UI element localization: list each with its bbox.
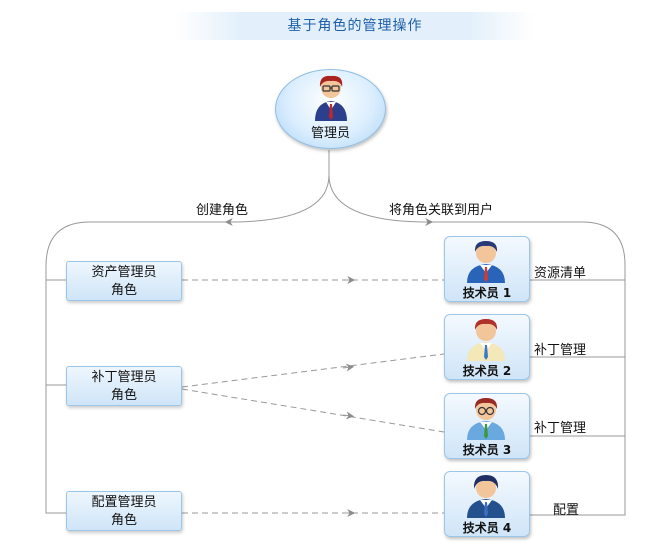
link-role2-tech3-arrow: [342, 411, 355, 420]
role-suffix: 角色: [110, 388, 137, 403]
role-suffix: 角色: [110, 513, 137, 528]
technician-person-icon: [467, 241, 505, 283]
role-box-config-admin: 配置管理员 角色: [66, 491, 182, 531]
create-role-label: 创建角色: [196, 203, 249, 218]
task-label-tech-1: 资源清单: [534, 266, 587, 281]
link-role2-tech2: [181, 353, 445, 388]
role-name: 配置管理员: [91, 495, 157, 510]
technician-label: 技术员 2: [462, 364, 512, 378]
task-label-tech-4: 配置: [553, 503, 580, 518]
technician-node-1: 技术员 1: [444, 236, 530, 302]
technician-person-icon: [467, 319, 505, 361]
role-name: 资产管理员: [91, 265, 157, 280]
assign-role-label: 将角色关联到用户: [389, 203, 494, 218]
role-suffix: 角色: [110, 283, 137, 298]
role-box-patch-admin: 补丁管理员 角色: [66, 366, 182, 406]
task-label-tech-2: 补丁管理: [534, 343, 587, 358]
task-label-tech-3: 补丁管理: [534, 421, 587, 436]
link-role2-tech2-arrow: [342, 363, 355, 372]
admin-connector-left: [45, 150, 330, 514]
link-role2-tech3: [181, 388, 445, 433]
technician-label: 技术员 1: [462, 286, 512, 300]
technician-node-4: 技术员 4: [444, 471, 530, 537]
technician-person-icon: [467, 475, 505, 518]
technician-node-3: 技术员 3: [444, 393, 530, 459]
admin-label: 管理员: [310, 126, 350, 141]
technician-node-2: 技术员 2: [444, 314, 530, 380]
diagram-title: 基于角色的管理操作: [176, 12, 534, 40]
technician-person-icon: [467, 398, 505, 440]
role-box-asset-admin: 资产管理员 角色: [66, 261, 182, 301]
technician-label: 技术员 4: [462, 521, 512, 535]
admin-node: 管理员: [275, 69, 386, 149]
administrator-person-icon: [315, 75, 347, 121]
role-name: 补丁管理员: [91, 370, 157, 385]
technician-label: 技术员 3: [462, 443, 512, 457]
